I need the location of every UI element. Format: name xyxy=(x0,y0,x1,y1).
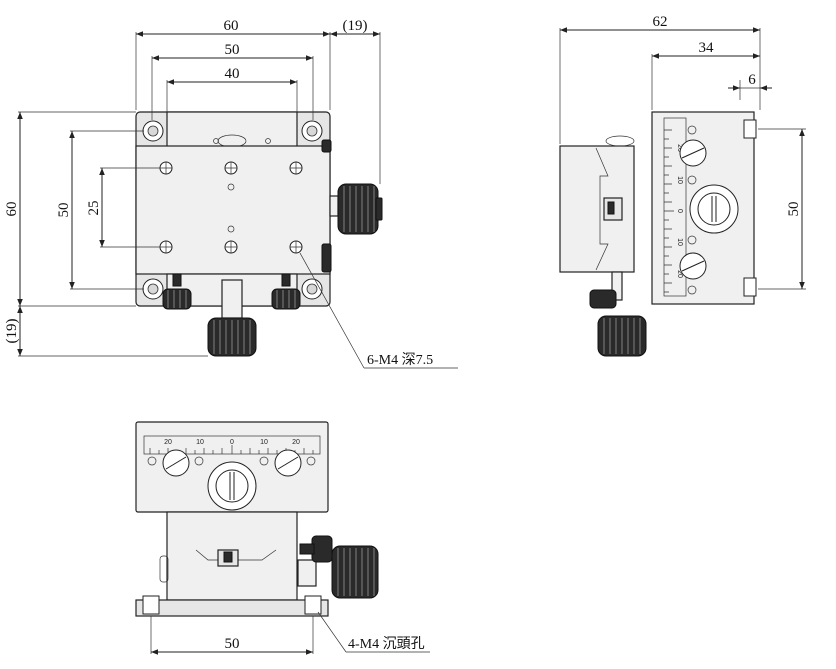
bottom-base xyxy=(135,599,329,617)
bottom-scale-label-0: 20 xyxy=(164,439,172,446)
side-view: 20 10 0 10 20 62 34 6 50 xyxy=(559,14,806,357)
m4-tapped-holes xyxy=(159,161,303,254)
bottom-scale-label-4: 20 xyxy=(292,439,300,446)
dim-front-width-40: 40 xyxy=(225,66,240,82)
dim-side-width-6: 6 xyxy=(748,72,756,88)
dim-side-width-34: 34 xyxy=(699,40,715,56)
dim-front-height-25: 25 xyxy=(86,201,102,216)
bottom-scale-label-2: 0 xyxy=(230,439,234,446)
front-view: 60 (19) 50 40 60 50 25 (19) 6-M4 深7.5 xyxy=(4,18,458,369)
side-scale-label-3: 10 xyxy=(676,238,683,246)
dim-front-height-60: 60 xyxy=(4,202,20,217)
bottom-scale-label-3: 10 xyxy=(260,439,268,446)
dim-front-width-50: 50 xyxy=(225,42,240,58)
dim-front-offset-19-left: (19) xyxy=(4,319,20,344)
side-scale-label-2: 0 xyxy=(676,209,683,213)
front-bottom-knob xyxy=(207,279,257,357)
dim-bottom-width-50: 50 xyxy=(225,636,240,652)
front-right-knob xyxy=(329,183,383,235)
dim-side-height-50: 50 xyxy=(786,202,802,217)
bottom-view: 20 10 0 10 20 50 4-M4 沉頭孔 xyxy=(135,421,430,655)
side-left-body xyxy=(559,145,635,273)
side-scale-ticks xyxy=(664,129,674,293)
dim-side-width-62: 62 xyxy=(653,14,668,30)
side-scale-label-4: 20 xyxy=(676,270,683,278)
side-scale-label-0: 20 xyxy=(676,144,683,152)
side-scale-label-1: 10 xyxy=(676,176,683,184)
front-upper-body xyxy=(166,111,298,149)
front-bottom-locks xyxy=(162,273,301,310)
dim-front-height-50: 50 xyxy=(56,203,72,218)
bottom-scale-label-1: 10 xyxy=(196,439,204,446)
dim-front-offset-19: (19) xyxy=(343,18,368,34)
dim-front-width-60: 60 xyxy=(224,18,239,34)
callout-6-m4: 6-M4 深7.5 xyxy=(367,352,433,368)
callout-4-m4: 4-M4 沉頭孔 xyxy=(348,636,425,652)
